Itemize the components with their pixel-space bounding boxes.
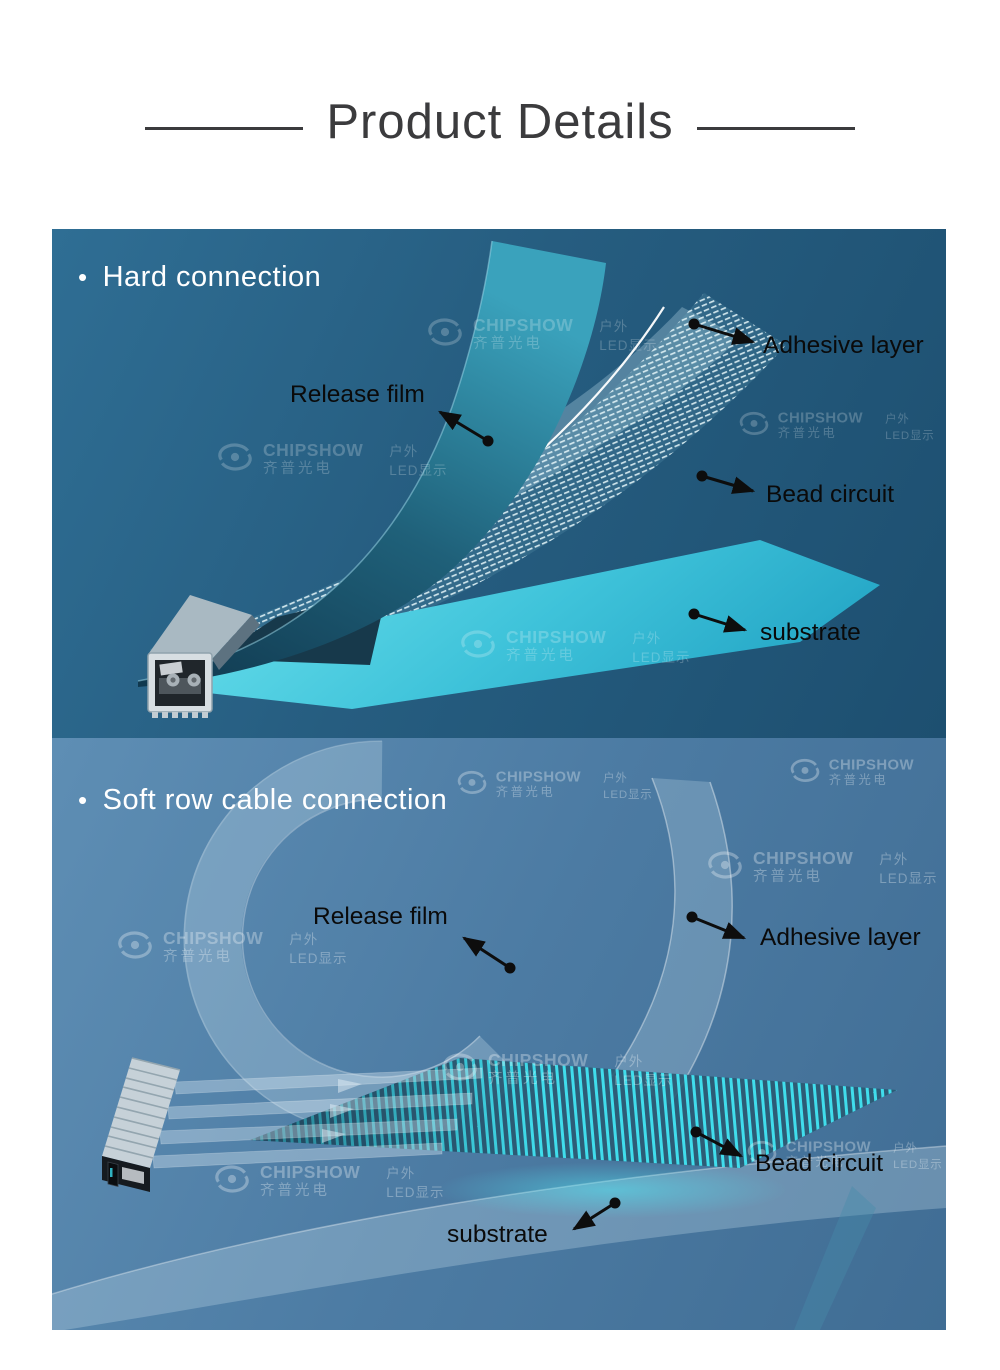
heading-text: Soft row cable connection: [102, 784, 448, 816]
chipshow-logo-icon: [790, 758, 820, 782]
chipshow-logo-icon: [215, 1165, 249, 1193]
label-bead-circuit: Bead circuit: [755, 1150, 884, 1177]
watermark-tag2: LED显示: [599, 337, 658, 353]
label-substrate: substrate: [760, 619, 861, 646]
watermark-tag1: 户外: [603, 771, 628, 785]
heading-bullet: •: [78, 785, 88, 815]
page-title: Product Details: [326, 95, 674, 149]
watermark-brand-cn: 齐普光电: [753, 869, 823, 886]
page-header: Product Details: [0, 94, 1000, 150]
chipshow-logo-icon: [708, 851, 742, 879]
chipshow-logo-icon: [747, 1140, 777, 1164]
label-release-film: Release film: [290, 381, 425, 408]
watermark-tag1: 户外: [386, 1166, 416, 1181]
substrate-shape: [52, 1145, 946, 1330]
controller-box: [102, 1057, 181, 1192]
watermark-tag1: 户外: [893, 1141, 918, 1155]
hard-connection-illustration: [137, 240, 880, 718]
watermark-tag1: 户外: [879, 852, 909, 867]
watermark-tag1: 户外: [599, 319, 629, 334]
watermark-brand: CHIPSHOW: [753, 848, 854, 868]
watermark-tag2: LED显示: [386, 1184, 445, 1200]
watermark-brand: CHIPSHOW: [488, 1050, 589, 1070]
aluminum-profile: [147, 595, 260, 718]
bead-circuit-shape: [150, 293, 786, 697]
hard-connection-heading: • Hard connection: [78, 261, 321, 294]
chipshow-logo-icon: [739, 411, 769, 435]
adhesive-layer-shape: [611, 777, 733, 1105]
watermark-brand: CHIPSHOW: [473, 315, 574, 335]
watermark-tag2: LED显示: [389, 462, 448, 478]
watermark-tag1: 户外: [289, 932, 319, 947]
watermark-brand-cn: 齐普光电: [495, 785, 556, 800]
watermark-tag2: LED显示: [632, 649, 691, 665]
watermark-brand-cn: 齐普光电: [488, 1071, 558, 1088]
chipshow-logo-icon: [457, 770, 487, 794]
title-line-right: [696, 126, 855, 130]
label-adhesive-layer: Adhesive layer: [763, 332, 924, 359]
chipshow-logo-icon: [461, 630, 495, 658]
substrate-shape: [170, 540, 880, 709]
chipshow-logo-icon: [118, 931, 152, 959]
label-adhesive-layer: Adhesive layer: [760, 924, 921, 951]
watermark-tag2: LED显示: [893, 1157, 943, 1171]
label-substrate: substrate: [447, 1221, 548, 1248]
watermark-tag2: LED显示: [879, 870, 938, 886]
watermark-brand-cn: 齐普光电: [260, 1183, 330, 1200]
watermark-brand: CHIPSHOW: [495, 768, 582, 785]
watermark-brand-cn: 齐普光电: [263, 461, 333, 478]
ribbon-cables: [152, 1067, 483, 1169]
heading-text: Hard connection: [102, 261, 322, 293]
watermark-tag1: 户外: [389, 444, 419, 459]
title-line-left: [145, 126, 304, 130]
chipshow-logo-icon: [428, 318, 462, 346]
watermark-brand-cn: 齐普光电: [163, 949, 233, 966]
release-film-shape: [137, 240, 606, 687]
watermark-brand-cn: 齐普光电: [506, 648, 576, 665]
watermark-brand: CHIPSHOW: [777, 409, 864, 426]
label-bead-circuit: Bead circuit: [766, 481, 895, 508]
watermark-tag2: LED显示: [614, 1072, 673, 1088]
watermark-brand: CHIPSHOW: [828, 756, 915, 773]
soft-row-cable-heading: • Soft row cable connection: [78, 784, 447, 817]
label-release-film: Release film: [313, 903, 448, 930]
watermark-tag2: LED显示: [603, 787, 653, 801]
chipshow-logo-icon: [218, 443, 252, 471]
watermark-brand-cn: 齐普光电: [785, 1155, 846, 1170]
watermark-tag1: 户外: [885, 412, 910, 426]
watermark-brand: CHIPSHOW: [506, 627, 607, 647]
watermark-brand-cn: 齐普光电: [828, 773, 889, 788]
watermark-tag2: LED显示: [885, 428, 935, 442]
soft-row-cable-illustration: [52, 740, 946, 1330]
watermark-brand: CHIPSHOW: [163, 928, 264, 948]
watermark-brand: CHIPSHOW: [785, 1138, 872, 1155]
watermark-brand: CHIPSHOW: [263, 440, 364, 460]
chipshow-logo-icon: [443, 1053, 477, 1081]
watermark-brand-cn: 齐普光电: [777, 426, 838, 441]
watermark-brand: CHIPSHOW: [260, 1162, 361, 1182]
heading-bullet: •: [78, 262, 88, 292]
watermark-tag1: 户外: [614, 1054, 644, 1069]
watermark-brand-cn: 齐普光电: [473, 336, 543, 353]
watermark-tag2: LED显示: [289, 950, 348, 966]
watermark-tag1: 户外: [632, 631, 662, 646]
